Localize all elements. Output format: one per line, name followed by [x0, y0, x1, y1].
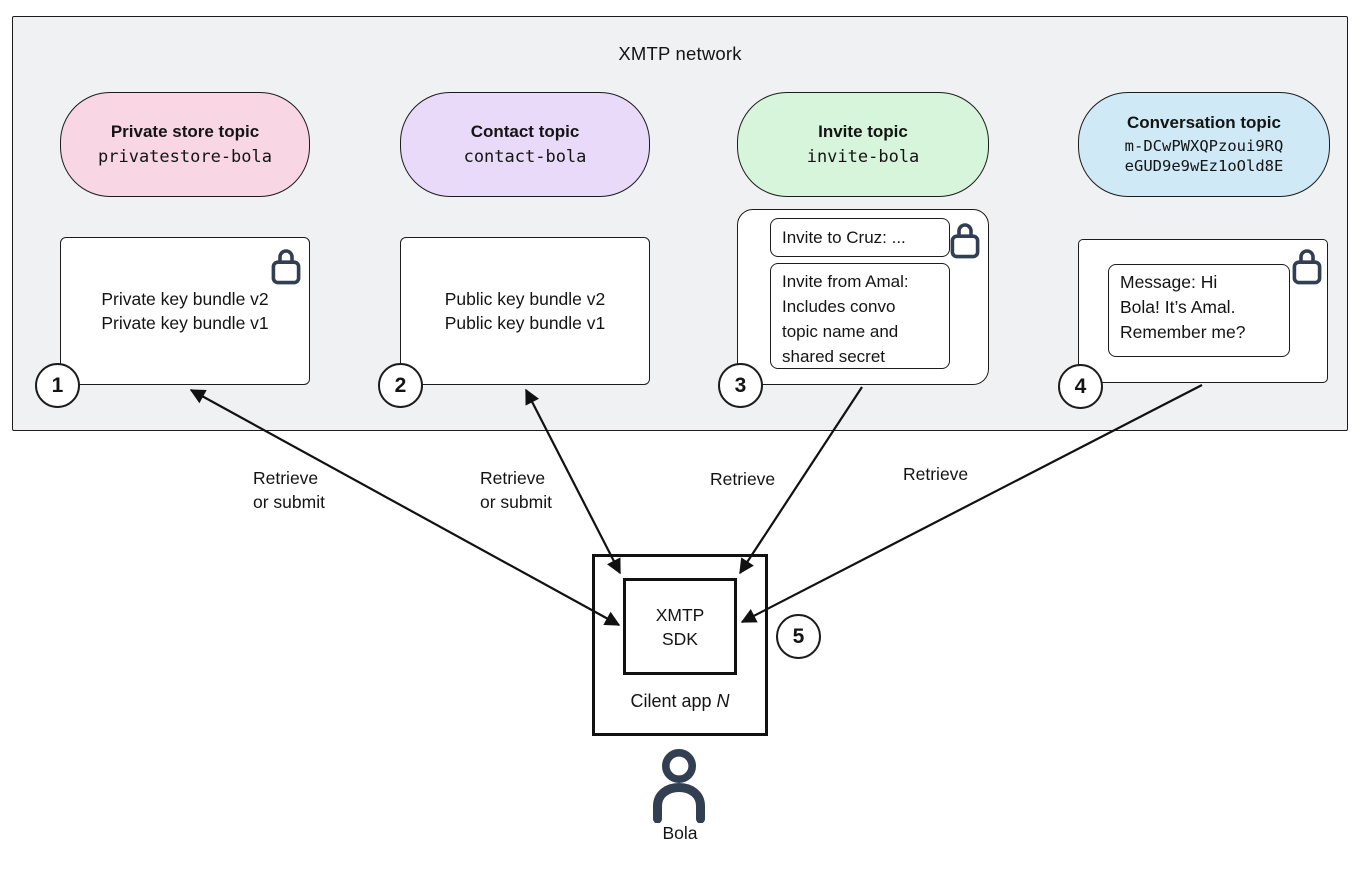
- conversation-message-line1: Message: Hi: [1120, 272, 1218, 292]
- private-key-bundle-v2: Private key bundle v2: [101, 289, 269, 309]
- pill-private-store-title: Private store topic: [110, 122, 260, 141]
- client-app-label-n: N: [716, 691, 730, 711]
- edge-label-2-line1: Retrieve: [480, 468, 546, 488]
- invite-from-amal-line3: topic name and: [782, 322, 899, 341]
- card-contact-text: Public key bundle v2 Public key bundle v…: [401, 238, 649, 384]
- step-badge-4: 4: [1058, 364, 1103, 409]
- client-app-label-text: Cilent app: [630, 691, 712, 711]
- pill-conversation-name-line1: m-DCwPWXQPzoui9RQ: [1124, 136, 1284, 155]
- edge-label-retrieve-3: Retrieve: [710, 469, 776, 489]
- person-icon: [653, 749, 705, 823]
- network-title: XMTP network: [618, 43, 742, 64]
- pill-contact-title: Contact topic: [470, 122, 580, 141]
- edge-label-1-line2: or submit: [253, 491, 325, 512]
- pill-private-store-topic: Private store topic privatestore-bola: [60, 92, 310, 197]
- private-key-bundle-v1: Private key bundle v1: [101, 313, 269, 333]
- card-private-store: Private key bundle v2 Private key bundle…: [60, 237, 310, 385]
- pill-contact-topic: Contact topic contact-bola: [400, 92, 650, 197]
- pill-invite-name: invite-bola: [806, 147, 920, 167]
- pill-conversation-topic: Conversation topic m-DCwPWXQPzoui9RQ eGU…: [1078, 92, 1330, 197]
- edge-label-2-line2: or submit: [480, 491, 552, 512]
- public-key-bundle-v1: Public key bundle v1: [444, 313, 606, 333]
- edge-label-1-line1: Retrieve: [253, 468, 319, 488]
- card-private-store-text: Private key bundle v2 Private key bundle…: [61, 238, 309, 384]
- pill-conversation-title: Conversation topic: [1127, 112, 1281, 132]
- card-contact: Public key bundle v2 Public key bundle v…: [400, 237, 650, 385]
- invite-from-amal-message: Invite from Amal: Includes convo topic n…: [770, 263, 950, 369]
- pill-contact-name: contact-bola: [463, 147, 587, 167]
- lock-icon: [950, 223, 980, 259]
- public-key-bundle-v2: Public key bundle v2: [444, 289, 606, 309]
- lock-icon: [1292, 249, 1322, 285]
- sdk-label-line2: SDK: [662, 628, 698, 649]
- pill-private-store-name: privatestore-bola: [98, 147, 272, 167]
- step-badge-1: 1: [35, 363, 80, 408]
- card-invite: Invite to Cruz: ... Invite from Amal: In…: [737, 209, 989, 385]
- pill-invite-title: Invite topic: [818, 122, 908, 141]
- xmtp-sdk-box: XMTP SDK: [623, 578, 737, 675]
- edge-label-retrieve-or-submit-1: Retrieve or submit: [253, 467, 325, 514]
- step-badge-2: 2: [378, 363, 423, 408]
- invite-from-amal-line4: shared secret: [782, 347, 885, 366]
- pill-conversation-name-line2: eGUD9e9wEz1oOld8E: [1124, 156, 1284, 175]
- step-badge-3: 3: [718, 363, 763, 408]
- invite-to-cruz-text: Invite to Cruz: ...: [782, 228, 906, 247]
- edge-label-retrieve-4: Retrieve: [903, 464, 969, 484]
- edge-label-retrieve-or-submit-2: Retrieve or submit: [480, 467, 552, 514]
- invite-from-amal-line1: Invite from Amal:: [782, 272, 909, 291]
- conversation-message-line3: Remember me?: [1120, 322, 1246, 342]
- user-name: Bola: [662, 823, 698, 843]
- lock-icon: [271, 249, 301, 285]
- card-conversation: Message: Hi Bola! It’s Amal. Remember me…: [1078, 239, 1328, 383]
- invite-from-amal-line2: Includes convo: [782, 297, 896, 316]
- sdk-label-line1: XMTP: [655, 604, 705, 625]
- invite-to-cruz-message: Invite to Cruz: ...: [770, 218, 950, 257]
- conversation-message-line2: Bola! It’s Amal.: [1120, 297, 1236, 317]
- conversation-message: Message: Hi Bola! It’s Amal. Remember me…: [1108, 264, 1290, 357]
- step-badge-5: 5: [776, 614, 821, 659]
- pill-invite-topic: Invite topic invite-bola: [737, 92, 989, 197]
